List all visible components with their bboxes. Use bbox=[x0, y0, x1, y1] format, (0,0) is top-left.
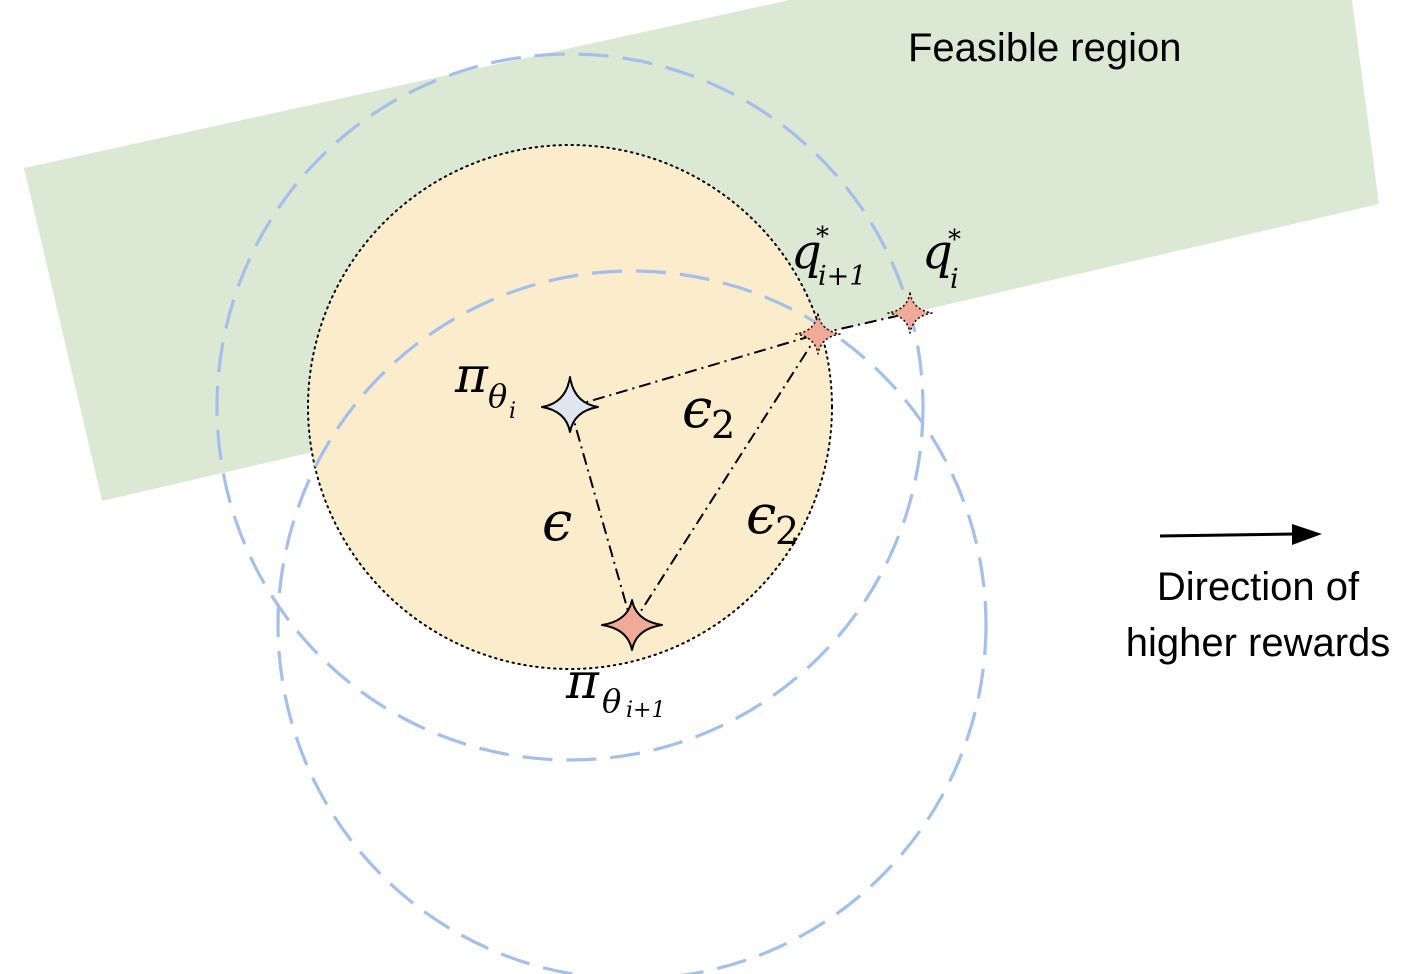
svg-text:2: 2 bbox=[711, 403, 735, 447]
pi-theta-i-plus-1-label: π θ i+1 bbox=[565, 652, 665, 723]
svg-text:q: q bbox=[922, 224, 953, 280]
epsilon-2-label-lower: ϵ 2 bbox=[746, 483, 799, 553]
svg-text:ϵ: ϵ bbox=[746, 483, 776, 546]
svg-text:i: i bbox=[509, 399, 516, 424]
right-arrow-icon bbox=[1159, 524, 1322, 545]
svg-text:ϵ: ϵ bbox=[682, 377, 712, 440]
q-i-plus-1-marker-icon bbox=[795, 313, 841, 355]
direction-label-line-1: Direction of bbox=[1157, 565, 1360, 609]
svg-text:θ: θ bbox=[602, 682, 621, 720]
feasible-region-label: Feasible region bbox=[908, 26, 1182, 70]
svg-text:i+1: i+1 bbox=[818, 261, 866, 292]
svg-text:ϵ: ϵ bbox=[542, 490, 572, 553]
dash-dot-lines bbox=[569, 312, 911, 626]
epsilon-2-label-upper: ϵ 2 bbox=[682, 377, 735, 447]
svg-text:π: π bbox=[565, 652, 600, 710]
q-i-marker-icon bbox=[887, 292, 933, 334]
svg-text:π: π bbox=[454, 346, 489, 404]
pi-theta-i-marker-icon bbox=[541, 376, 599, 433]
svg-text:*: * bbox=[948, 225, 961, 255]
line-pi-i-to-q-i-plus-1 bbox=[569, 333, 819, 408]
svg-text:i: i bbox=[950, 264, 959, 295]
svg-text:*: * bbox=[816, 222, 829, 252]
dashed-circle-around-pi-theta-i-plus-1 bbox=[276, 269, 988, 974]
svg-text:2: 2 bbox=[775, 509, 799, 553]
pi-theta-i-plus-1-marker-icon bbox=[601, 599, 663, 651]
dashed-circle-around-pi-theta-i bbox=[215, 52, 925, 762]
line-pi-i-to-pi-i-plus-1 bbox=[569, 406, 633, 626]
line-q-i-plus-1-to-q-i bbox=[817, 312, 911, 335]
svg-text:i+1: i+1 bbox=[626, 698, 665, 723]
direction-label-line-2: higher rewards bbox=[1126, 621, 1391, 665]
line-pi-i-plus-1-to-q-i-plus-1 bbox=[631, 333, 819, 626]
svg-text:θ: θ bbox=[488, 377, 507, 415]
epsilon-label: ϵ bbox=[542, 490, 572, 553]
svg-text:q: q bbox=[791, 224, 822, 280]
q-star-i-plus-1-label: q * i+1 bbox=[791, 222, 866, 292]
pi-theta-i-label: π θ i bbox=[454, 346, 516, 424]
q-star-i-label: q * i bbox=[922, 224, 961, 295]
